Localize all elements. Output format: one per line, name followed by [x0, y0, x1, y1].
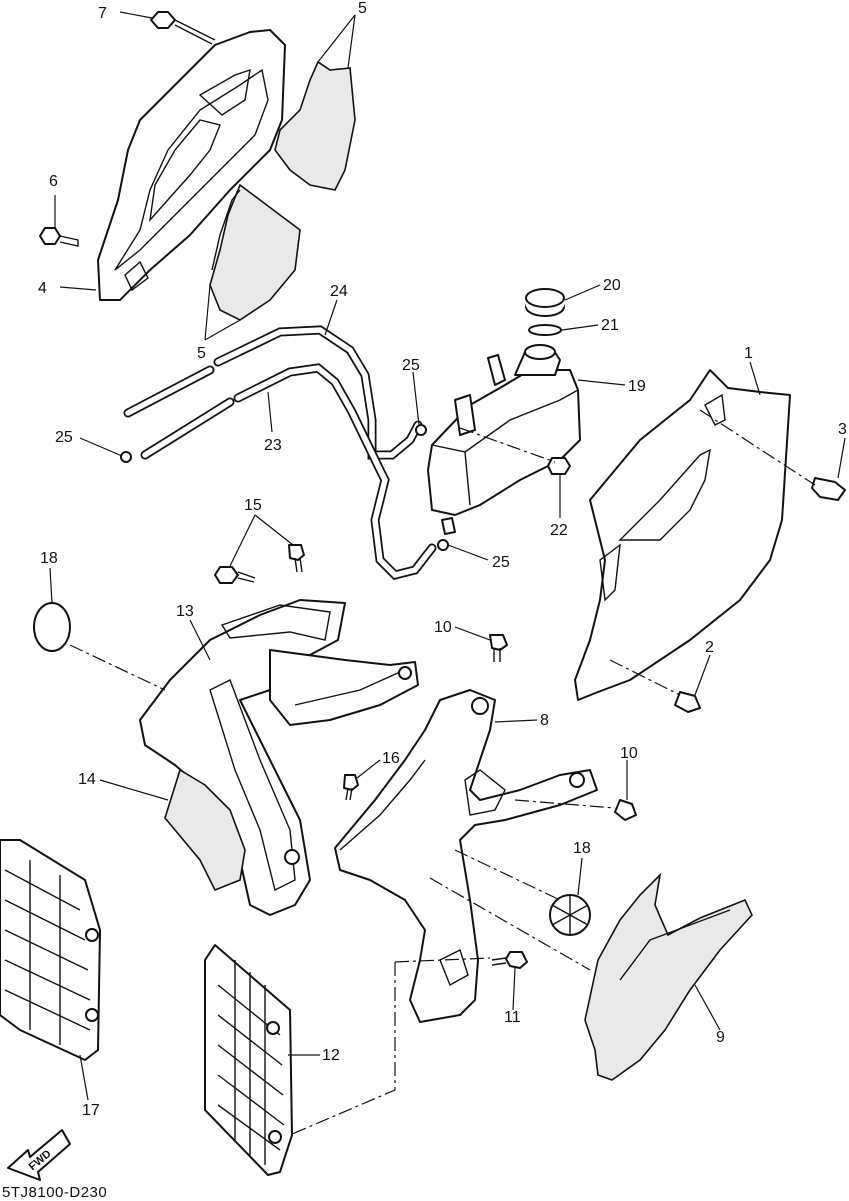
tank-cap: [525, 288, 565, 317]
callout-12: 12: [322, 1047, 340, 1064]
overflow-hose-23: [140, 363, 437, 580]
callout-5-top: 5: [358, 0, 367, 17]
breather-hose-24: [123, 325, 423, 460]
bolt-10a: [489, 634, 508, 662]
diagram-code: 5TJ8100-D230: [2, 1184, 108, 1201]
bolt-22: [547, 457, 571, 475]
hose-clip-25c: [437, 539, 449, 551]
callout-10-top: 10: [434, 619, 452, 636]
callout-labels: 7 5 6 4 5 24 20 21 19 1 25 3 25 23 22 25…: [38, 0, 847, 1119]
emblem-plate: [33, 602, 71, 652]
callout-9: 9: [716, 1029, 725, 1046]
callout-18-right: 18: [573, 840, 591, 857]
callout-23: 23: [264, 437, 282, 454]
callout-2: 2: [705, 639, 714, 656]
panel-decal-upper: [274, 60, 356, 191]
callout-25-mid: 25: [402, 357, 420, 374]
side-panel-left: [97, 29, 286, 301]
callout-leaders: [49, 11, 846, 1101]
bolt-7: [150, 11, 216, 45]
callout-24: 24: [330, 283, 348, 300]
callout-19: 19: [628, 378, 646, 395]
radiator-louver-left: [0, 839, 101, 1061]
emblem-badge: [549, 894, 591, 936]
callout-11: 11: [504, 1009, 521, 1026]
radiator-louver-right: [204, 944, 293, 1176]
callout-4: 4: [38, 280, 47, 297]
panel-decal-lower: [209, 183, 301, 321]
bolt-16: [343, 774, 359, 801]
side-panel-right: [574, 369, 791, 701]
callout-14: 14: [78, 771, 96, 788]
callout-10-right: 10: [620, 745, 638, 762]
bolt-11: [491, 951, 528, 969]
alignment-lines: [69, 409, 816, 1136]
tank-o-ring: [528, 324, 562, 336]
bolt-2: [674, 691, 701, 713]
callout-5-bottom: 5: [197, 345, 206, 362]
bolt-15b: [288, 544, 305, 573]
fwd-arrow-icon: FWD: [7, 1129, 71, 1181]
callout-25-left: 25: [55, 429, 73, 446]
callout-7: 7: [98, 5, 107, 22]
callout-21: 21: [601, 317, 619, 334]
callout-20: 20: [603, 277, 621, 294]
callout-6: 6: [49, 173, 58, 190]
air-scoop: [334, 689, 598, 1023]
callout-18-left: 18: [40, 550, 58, 567]
bolt-15a: [214, 566, 256, 584]
callout-16: 16: [382, 750, 400, 767]
air-scoop-decal: [584, 872, 753, 1081]
callout-22: 22: [550, 522, 568, 539]
bolt-6: [39, 227, 79, 247]
callout-17: 17: [82, 1102, 100, 1119]
bolt-3: [811, 477, 846, 501]
hose-clip-25a: [120, 451, 132, 463]
callout-3: 3: [838, 421, 847, 438]
callout-8: 8: [540, 712, 549, 729]
bolt-10b: [614, 799, 637, 821]
hose-clip-25b: [415, 424, 427, 436]
callout-25-right: 25: [492, 554, 510, 571]
callout-1: 1: [744, 345, 753, 362]
coolant-reservoir-tank: [427, 344, 581, 535]
callout-15: 15: [244, 497, 262, 514]
callout-13: 13: [176, 603, 194, 620]
radiator-cover-decal: [164, 768, 246, 892]
